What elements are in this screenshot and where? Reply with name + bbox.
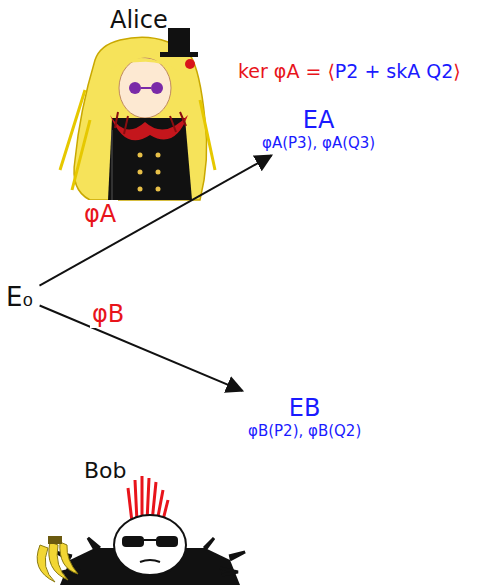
isogeny-label: φA: [82, 200, 118, 228]
bob-figure: [37, 476, 245, 585]
curve-node: EBφB(P2), φB(Q2): [244, 392, 365, 442]
character-name: Bob: [84, 458, 127, 483]
isogeny-arrow: [40, 305, 243, 390]
kernel-text: ⟩: [453, 60, 460, 82]
curve-name: EA: [262, 106, 375, 134]
kernel-equation: ker φA = ⟨P2 + skA Q2⟩: [238, 60, 461, 82]
torsion-images: φA(P3), φA(Q3): [262, 134, 375, 152]
isogeny-label: φB: [90, 300, 126, 328]
curve-name: E₀: [6, 282, 33, 312]
curve-node: EAφA(P3), φA(Q3): [258, 104, 379, 154]
isogeny-arrow: [39, 155, 271, 285]
torsion-images: φB(P2), φB(Q2): [248, 422, 361, 440]
curve-node: E₀: [2, 280, 37, 314]
character-name: Alice: [110, 6, 168, 34]
kernel-text: ker φA = ⟨: [238, 60, 335, 82]
curve-name: EB: [248, 394, 361, 422]
kernel-generator: P2 + skA Q2: [335, 60, 454, 82]
alice-figure: [60, 28, 215, 200]
